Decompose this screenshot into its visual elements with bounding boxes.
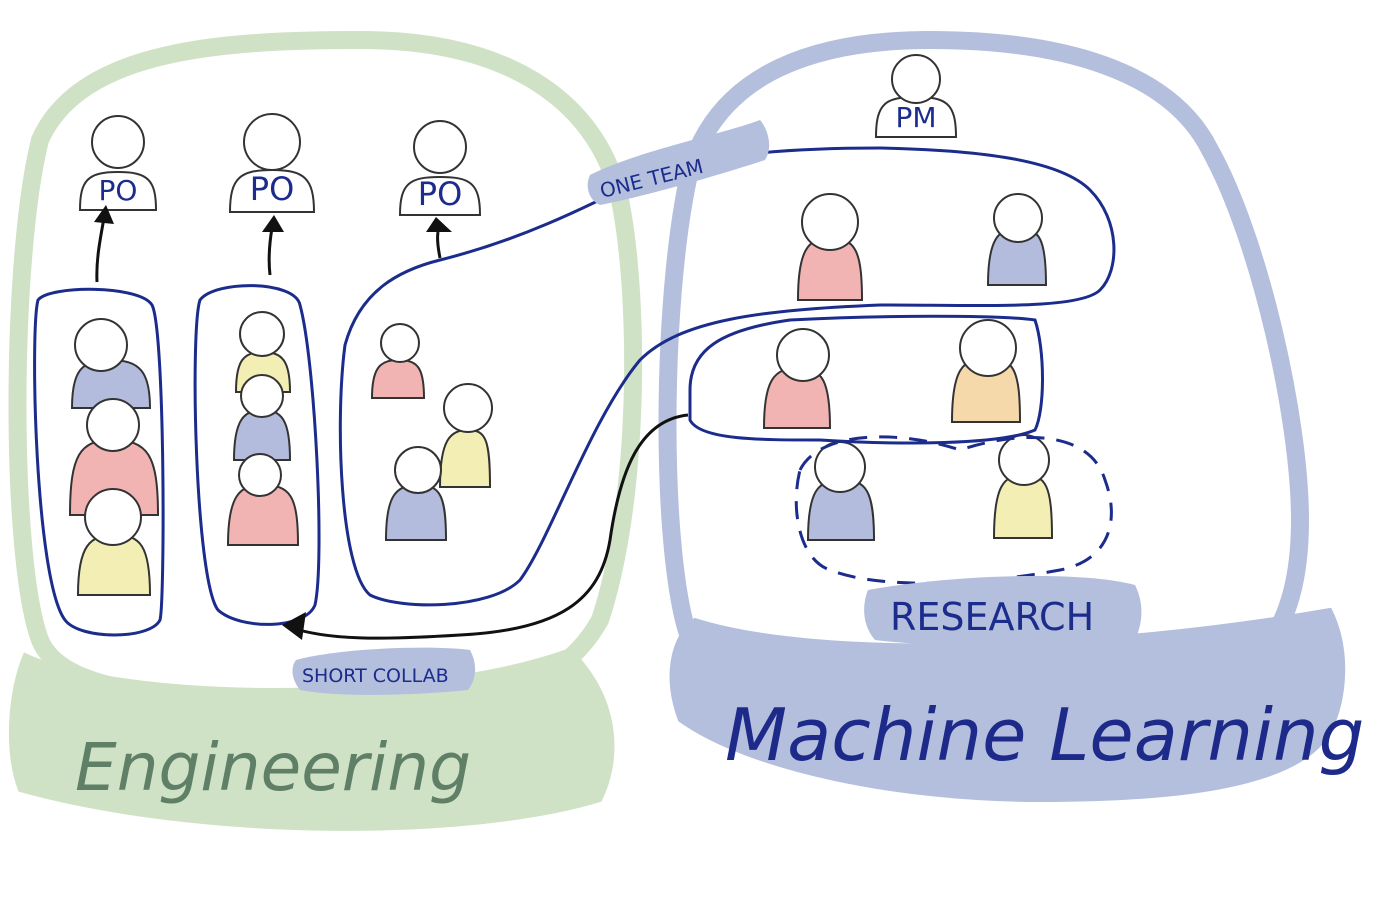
research-label-base bbox=[864, 575, 1142, 647]
project-manager: PM bbox=[874, 54, 958, 138]
team-member bbox=[70, 318, 152, 409]
arrow-up-icon bbox=[262, 215, 284, 276]
team-member bbox=[68, 398, 160, 516]
po-label: PO bbox=[250, 170, 294, 208]
team-box-1 bbox=[33, 287, 165, 637]
short-collab-group: SHORT COLLAB bbox=[282, 314, 1044, 695]
po-label: PO bbox=[418, 175, 462, 213]
team-member bbox=[384, 446, 448, 541]
short-collab-label: SHORT COLLAB bbox=[302, 665, 449, 687]
team-member bbox=[806, 441, 876, 541]
team-member bbox=[762, 328, 832, 429]
person-icon bbox=[78, 170, 158, 211]
person-icon bbox=[398, 175, 482, 216]
short-collab-boundary bbox=[688, 314, 1044, 445]
team-box-2 bbox=[193, 284, 321, 626]
one-team-boundary bbox=[338, 146, 1116, 607]
team-member bbox=[796, 193, 864, 301]
short-collab-link bbox=[291, 413, 689, 640]
short-collab-label-base bbox=[292, 647, 476, 695]
team-member bbox=[950, 319, 1022, 423]
team-member bbox=[986, 193, 1048, 286]
team-member bbox=[992, 434, 1054, 539]
engineering-group: Engineering PO PO PO bbox=[8, 31, 643, 831]
team-member bbox=[76, 488, 152, 596]
product-owner-2: PO bbox=[228, 113, 316, 213]
ml-label: Machine Learning bbox=[725, 693, 1364, 777]
product-owner-1: PO bbox=[78, 115, 158, 211]
engineering-label: Engineering bbox=[75, 729, 471, 806]
arrow-left-icon bbox=[282, 612, 306, 640]
person-head bbox=[413, 120, 467, 174]
team-member bbox=[232, 374, 292, 461]
machine-learning-group: Machine Learning PM bbox=[658, 31, 1364, 803]
person-head bbox=[891, 54, 941, 104]
team-member bbox=[226, 453, 300, 546]
po-label: PO bbox=[99, 174, 138, 207]
engineering-label-base bbox=[8, 647, 615, 831]
product-owner-3: PO bbox=[398, 120, 482, 216]
person-head bbox=[91, 115, 145, 169]
team-member bbox=[438, 383, 493, 488]
research-boundary bbox=[794, 435, 1113, 585]
arrow-up-icon bbox=[426, 217, 452, 259]
one-team-label-base bbox=[587, 120, 770, 205]
person-head bbox=[243, 113, 301, 171]
pm-label: PM bbox=[895, 101, 936, 134]
arrow-up-icon bbox=[94, 205, 114, 283]
research-label: RESEARCH bbox=[890, 595, 1094, 639]
team-member bbox=[370, 323, 426, 399]
